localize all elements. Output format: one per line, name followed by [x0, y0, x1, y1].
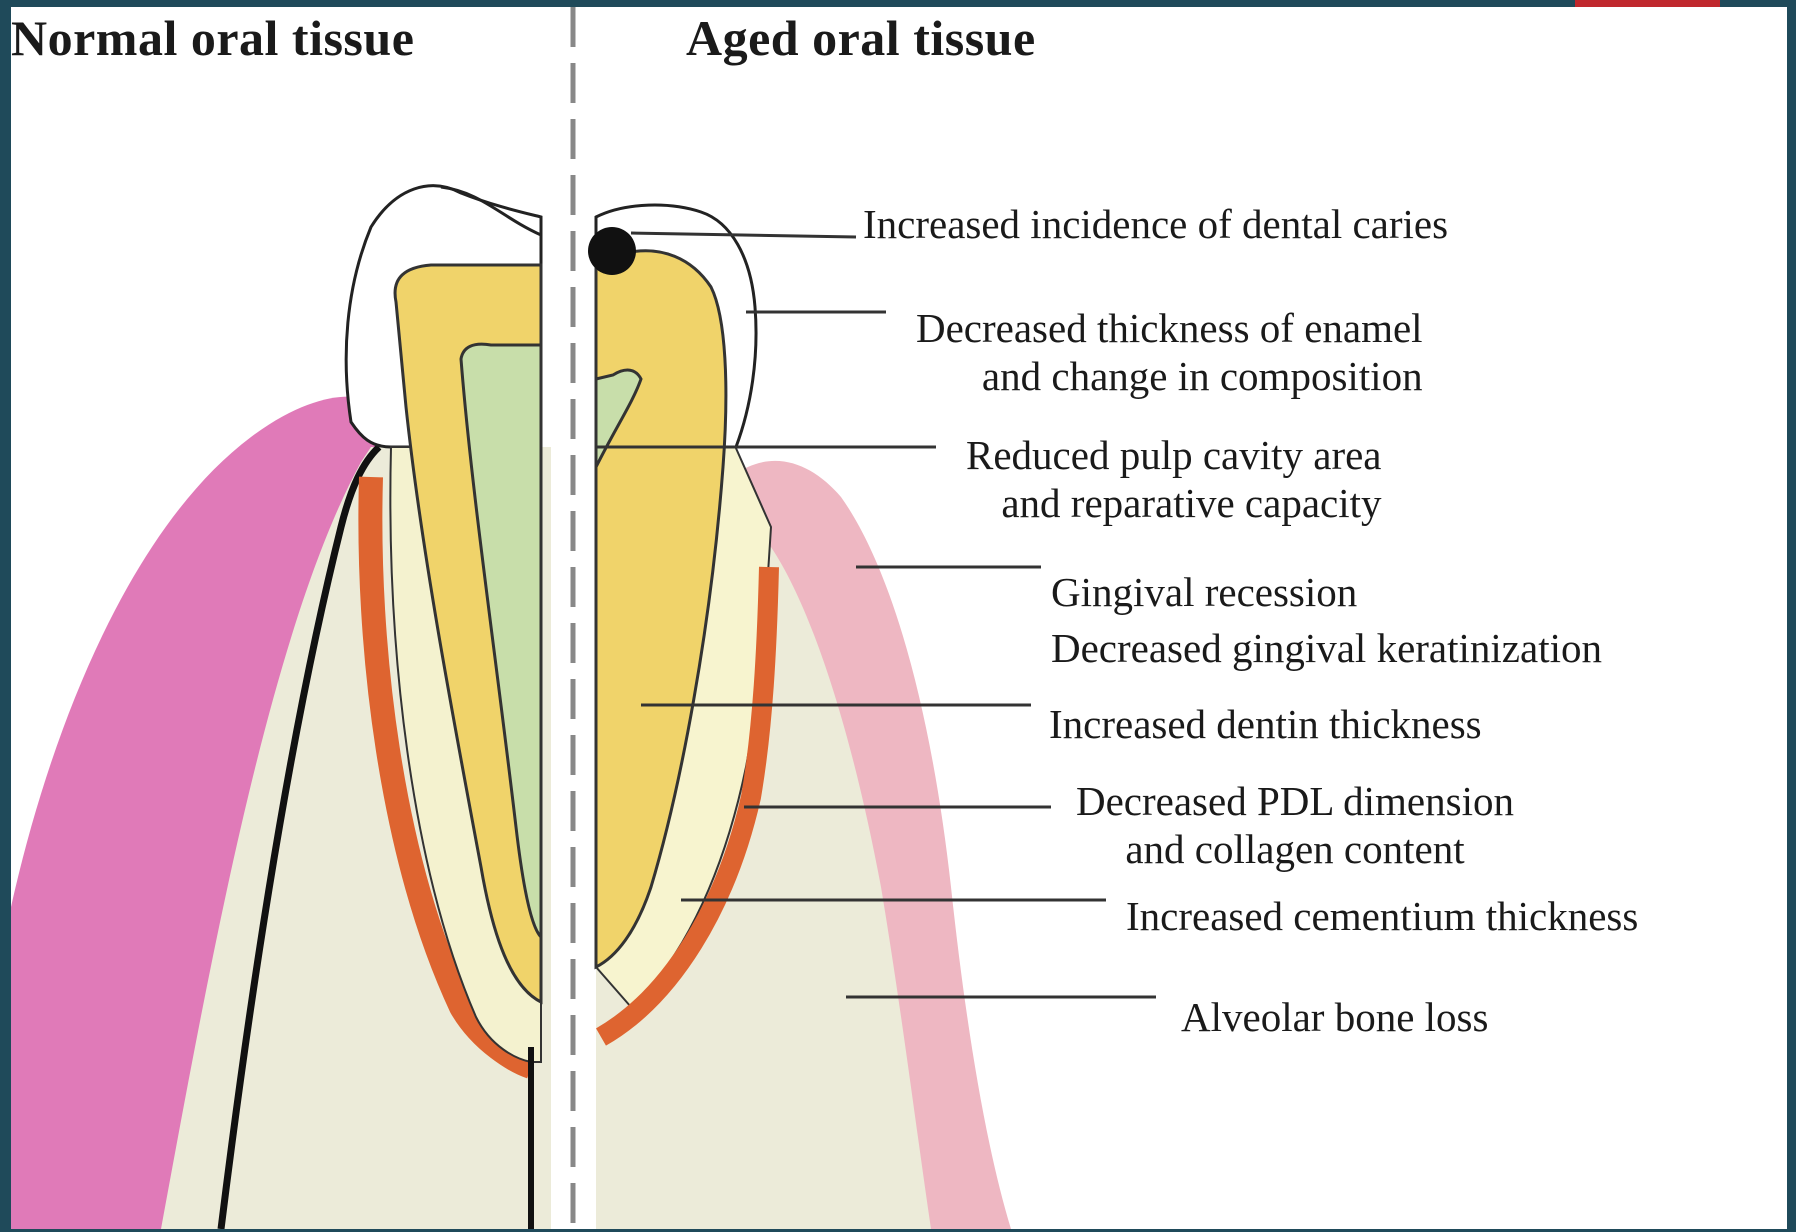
callout-line: Increased incidence of dental caries	[863, 200, 1448, 248]
accent-tab	[1575, 0, 1720, 7]
callout-pdl: Decreased PDL dimension and collagen con…	[1076, 777, 1514, 873]
callout-line: Increased cementium thickness	[1126, 892, 1638, 940]
callout-dentin: Increased dentin thickness	[1049, 700, 1482, 748]
caries-lesion	[588, 227, 636, 275]
callout-line: Decreased PDL dimension	[1076, 777, 1514, 825]
callout-bone: Alveolar bone loss	[1181, 993, 1488, 1041]
callout-line: Decreased gingival keratinization	[1051, 624, 1602, 672]
callout-line: Increased dentin thickness	[1049, 700, 1482, 748]
callout-line: Alveolar bone loss	[1181, 993, 1488, 1041]
callout-pulp: Reduced pulp cavity area and reparative …	[966, 431, 1382, 527]
callout-cementum: Increased cementium thickness	[1126, 892, 1638, 940]
callout-caries: Increased incidence of dental caries	[863, 200, 1448, 248]
callout-line: and change in composition	[916, 352, 1423, 400]
callout-line: and collagen content	[1076, 825, 1514, 873]
callout-line: Reduced pulp cavity area	[966, 431, 1382, 479]
callout-line: and reparative capacity	[966, 479, 1382, 527]
callout-line: Decreased thickness of enamel	[916, 304, 1423, 352]
callout-enamel: Decreased thickness of enamel and change…	[916, 304, 1423, 400]
diagram-panel: Normal oral tissue Aged oral tissue Incr…	[11, 7, 1787, 1229]
callout-line: Gingival recession	[1051, 568, 1602, 616]
callout-gingival: Gingival recession Decreased gingival ke…	[1051, 568, 1602, 672]
heading-normal-tissue: Normal oral tissue	[11, 9, 414, 67]
heading-aged-tissue: Aged oral tissue	[686, 9, 1036, 67]
